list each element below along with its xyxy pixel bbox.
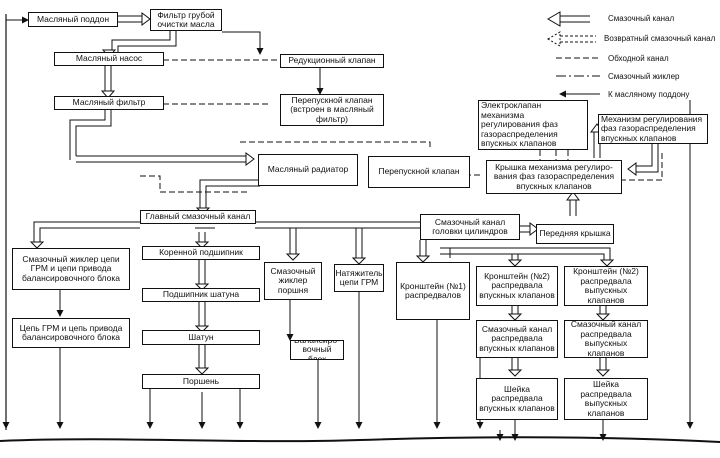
node-coarse-filter: Фильтр грубой очистки масла xyxy=(150,9,222,31)
legend-return-channel-label: Возвратный смазочный канал xyxy=(604,34,716,43)
node-relief-valve: Редукционный клапан xyxy=(280,54,384,68)
node-tensioner: Натяжитель цепи ГРМ xyxy=(334,264,384,292)
node-bracket2-ex: Кронштейн (№2) распредвала выпускных кла… xyxy=(564,266,648,306)
node-piston: Поршень xyxy=(142,374,260,389)
node-cam-in-gallery: Смазочный канал распредвала впускных кла… xyxy=(476,320,558,358)
node-oil-pump: Масляный насос xyxy=(54,52,164,66)
node-vvt-cover: Крышка механизма регулиро- вания фаз газ… xyxy=(486,160,622,194)
legend-to-pan-label: К масляному поддону xyxy=(608,90,690,99)
node-bracket1: Кронштейн (№1) распредвалов xyxy=(396,262,470,320)
node-balancer: Балансиро- вочный блок xyxy=(290,340,344,360)
legend-oil-channel-label: Смазочный канал xyxy=(608,14,675,23)
node-oil-filter: Масляный фильтр xyxy=(54,96,164,110)
node-piston-jet: Смазочный жиклер поршня xyxy=(264,262,322,300)
node-bypass-valve: Перепускной клапан xyxy=(368,156,470,188)
node-vvt-actuator: Механизм регулирования фаз газораспредел… xyxy=(598,114,708,144)
node-cam-in-journal: Шейка распредвала впускных клапанов xyxy=(476,378,558,420)
legend-oil-jet-label: Смазочный жиклер xyxy=(608,72,680,81)
oil-channel-arrowheads xyxy=(29,12,637,377)
node-jet-timing: Смазочный жиклер цепи ГРМ и цепи привода… xyxy=(12,248,130,290)
legend-symbols xyxy=(547,11,600,98)
node-front-cover: Передняя крышка xyxy=(536,224,614,244)
node-head-gallery: Смазочный канал головки цилиндров xyxy=(420,214,520,240)
node-main-bearing: Коренной подшипник xyxy=(142,246,260,260)
node-vvt-solenoid: Электроклапан механизма регулирования фа… xyxy=(478,100,588,150)
oil-channels xyxy=(33,15,659,372)
node-main-gallery: Главный смазочный канал xyxy=(140,210,256,224)
node-bypass-valve-filter: Перепускной клапан (встроен в масляный ф… xyxy=(280,94,384,126)
node-oil-pan: Масляный поддон xyxy=(28,12,118,27)
legend-bypass-channel-label: Обходной канал xyxy=(608,54,669,63)
node-timing-chain: Цепь ГРМ и цепь привода балансировочного… xyxy=(12,318,130,348)
node-conrod-bearing: Подшипник шатуна xyxy=(142,288,260,302)
node-oil-cooler: Масляный радиатор xyxy=(258,154,358,186)
node-cam-ex-journal: Шейка распредвала выпускных клапанов xyxy=(564,378,648,420)
node-conrod: Шатун xyxy=(142,330,260,345)
node-cam-ex-gallery: Смазочный канал распредвала выпускных кл… xyxy=(564,320,648,358)
node-bracket2-in: Кронштейн (№2) распредвала впускных клап… xyxy=(476,266,558,306)
